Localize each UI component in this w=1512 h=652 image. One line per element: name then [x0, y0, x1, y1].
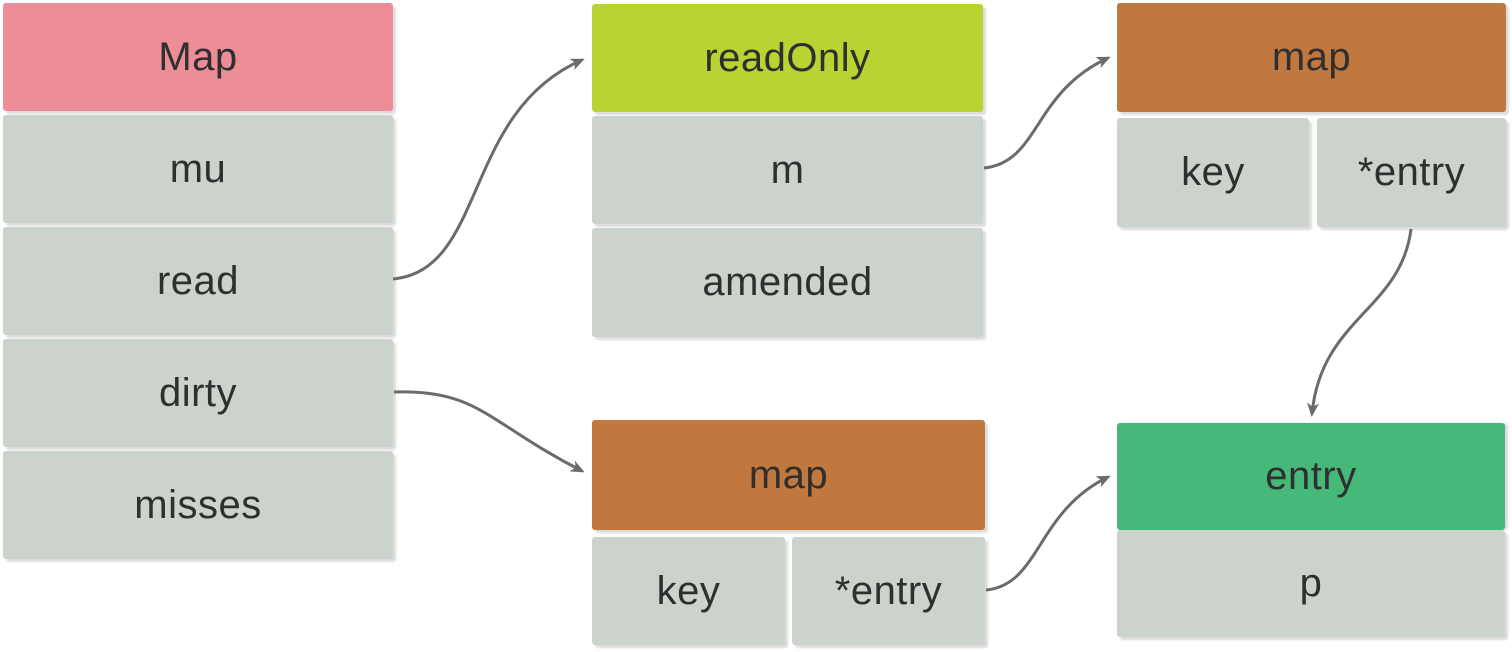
node-map-struct-header: Map — [3, 3, 393, 111]
node-readonly-header: readOnly — [592, 4, 983, 112]
field-m: m — [592, 116, 983, 224]
arrow-read-to-readonly — [392, 58, 585, 281]
field-read: read — [3, 227, 393, 335]
cell-key-read-map: key — [1117, 118, 1309, 227]
arrow-dirty-map-entry-to-entry — [985, 475, 1111, 592]
field-dirty: dirty — [3, 339, 393, 447]
node-map-read: map key *entry — [1117, 3, 1506, 227]
field-p: p — [1117, 530, 1505, 637]
cell-entry-pointer-dirty-map: *entry — [792, 537, 985, 645]
node-map-dirty: map key *entry — [592, 420, 985, 645]
field-mu: mu — [3, 115, 393, 223]
node-entry: entry p — [1117, 423, 1505, 637]
arrow-read-map-entry-to-entry — [1307, 228, 1413, 417]
node-readonly: readOnly m amended — [592, 4, 983, 337]
node-map-struct: Map mu read dirty misses — [3, 3, 393, 559]
node-map-read-header: map — [1117, 3, 1506, 112]
field-amended: amended — [592, 228, 983, 337]
arrow-dirty-to-dirty-map — [393, 390, 585, 473]
cell-entry-pointer-read-map: *entry — [1317, 118, 1506, 227]
node-map-dirty-header: map — [592, 420, 985, 530]
cell-key-dirty-map: key — [592, 537, 785, 645]
node-entry-header: entry — [1117, 423, 1505, 530]
arrow-m-to-read-map — [983, 56, 1111, 170]
field-misses: misses — [3, 451, 393, 559]
